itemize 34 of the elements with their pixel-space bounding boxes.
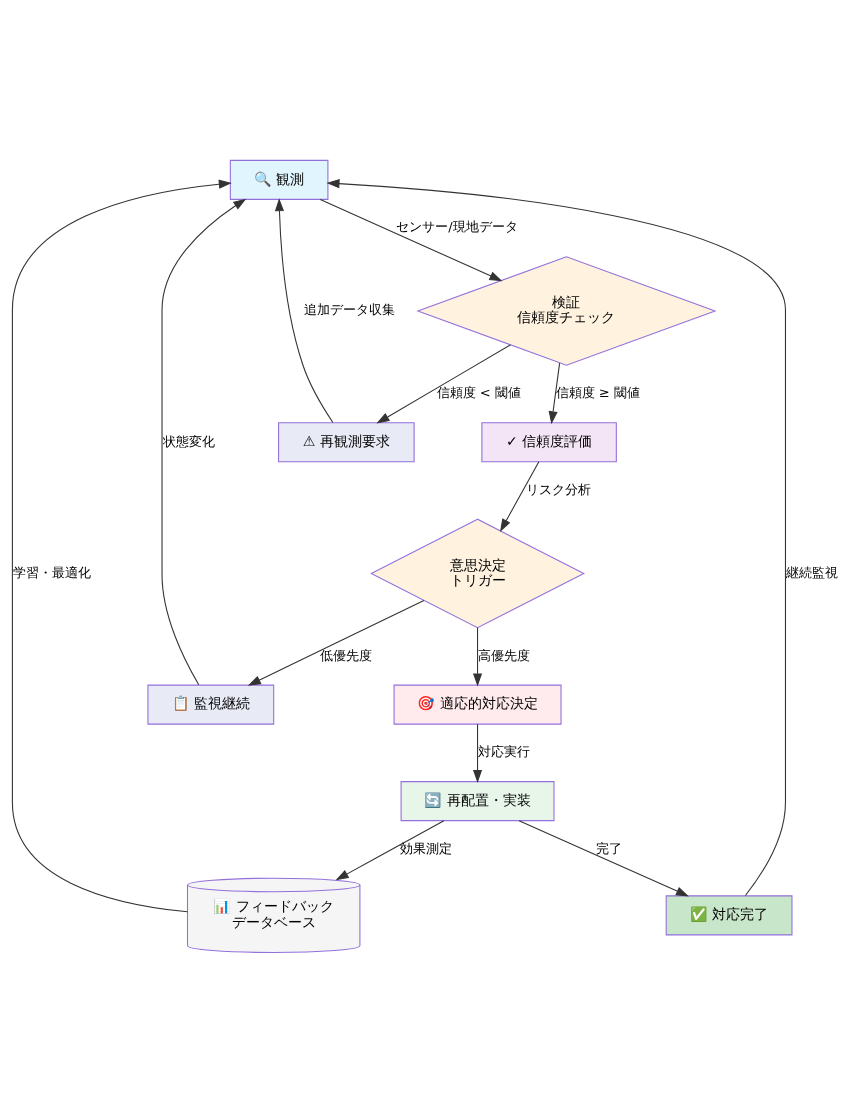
arrow (548, 362, 561, 424)
node-box: ✅ 対応完了 (665, 894, 793, 935)
edge-label: 完了 (596, 840, 623, 856)
arrow (319, 198, 503, 281)
node-box: 📋 監視継続 (147, 684, 275, 725)
edge-label: 高優先度 (478, 647, 531, 663)
arrow (473, 723, 483, 783)
arrow (274, 197, 334, 423)
arrow (473, 626, 483, 686)
edge-label: センサー/現地データ (396, 218, 518, 234)
node-box: 🔍 観測 (229, 159, 329, 200)
edge-label: リスク分析 (525, 481, 591, 497)
arrow (326, 178, 786, 896)
arrow (161, 198, 247, 685)
edge-label: 対応実行 (478, 743, 531, 759)
arrow (335, 819, 445, 880)
edge-label: 信頼度 ≥ 閾値 (555, 384, 640, 400)
node-box: 🎯 適応的対応決定 (393, 684, 562, 725)
arrow (518, 819, 689, 896)
arrow (11, 179, 232, 912)
edge-label: 追加データ収集 (303, 301, 395, 317)
arrow (247, 599, 425, 686)
node-box: ⚠ 再観測要求 (278, 421, 415, 462)
edge-label: 効果測定 (400, 840, 453, 856)
edge-label: 学習・最適化 (12, 564, 91, 580)
edge-label: 継続監視 (786, 564, 839, 580)
arrow (376, 344, 511, 424)
edge-label: 信頼度 < 閾値 (436, 384, 521, 400)
node-box: ✓ 信頼度評価 (481, 421, 617, 462)
arrow (500, 460, 540, 532)
edge-label: 低優先度 (319, 647, 372, 663)
node-box: 🔄 再配置・実装 (400, 780, 555, 821)
node-diamond: 検証 信頼度チェック (416, 255, 717, 366)
edge-label: 状態変化 (162, 433, 215, 449)
